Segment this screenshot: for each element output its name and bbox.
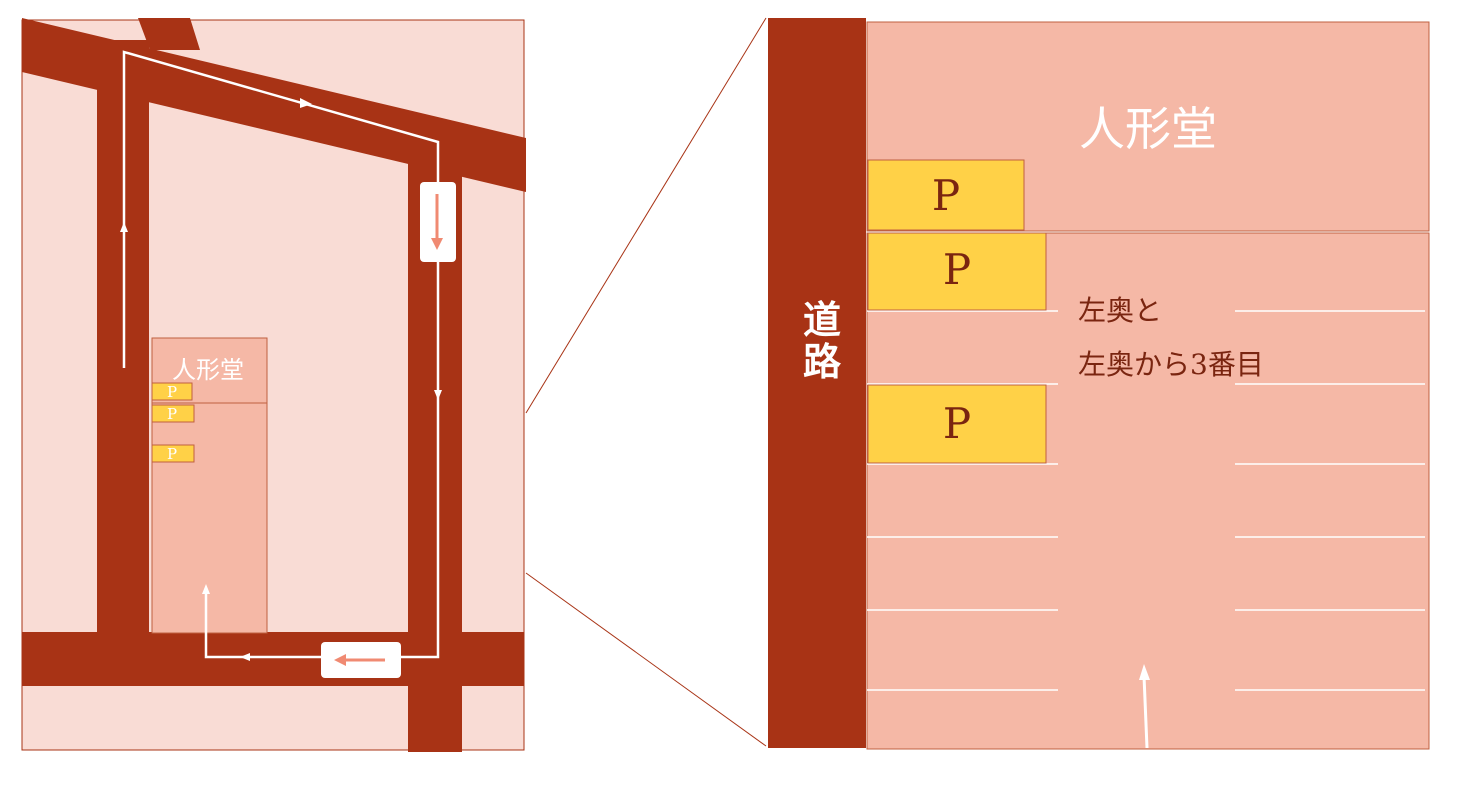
overview-parking-lot — [151, 402, 268, 634]
parking-stall-lines — [867, 310, 1425, 691]
detail-map: 道 路 人形堂 P P P 左奥と — [768, 18, 1430, 750]
detail-parking-spot-3 — [867, 384, 1047, 464]
route-arrowhead-up — [202, 584, 210, 594]
detail-parking-spot-1 — [867, 159, 1025, 231]
overview-parking-label-3: P — [167, 445, 177, 463]
detail-parking-label-3: P — [943, 399, 971, 448]
detail-note-line-2: 左奥から3番目 — [1078, 348, 1264, 381]
detail-parking-label-1: P — [932, 171, 960, 220]
zoom-connector-lines — [525, 17, 767, 747]
road-bottom-horizontal — [22, 632, 524, 686]
entrance-arrow-icon — [1139, 664, 1150, 749]
route-arrowhead-right — [300, 98, 312, 108]
arrow-down-icon — [420, 182, 456, 262]
detail-shop-label: 人形堂 — [1079, 102, 1217, 156]
detail-parking-label-2: P — [943, 245, 971, 294]
detail-road-label-2: 路 — [803, 339, 842, 384]
overview-parking-label-2: P — [167, 405, 177, 423]
overview-parking-spot-2 — [151, 404, 195, 423]
arrow-left-icon — [321, 642, 401, 678]
overview-parking-spot-3 — [151, 444, 195, 463]
road-top-stub — [138, 18, 200, 50]
overview-parking-spot-1 — [151, 382, 193, 401]
route-arrowhead-down — [434, 390, 442, 400]
detail-road — [768, 18, 866, 748]
detail-parking-lot — [866, 232, 1430, 750]
route-arrowhead-up-left — [120, 222, 128, 232]
route-arrowhead-left — [240, 653, 250, 661]
overview-map: 人形堂 P P P — [21, 18, 526, 752]
detail-parking-spot-2 — [867, 232, 1047, 311]
overview-parking-label-1: P — [167, 383, 177, 401]
detail-road-label-1: 道 — [803, 297, 841, 342]
overview-shop-label: 人形堂 — [172, 356, 244, 384]
detail-note-line-1: 左奥と — [1078, 294, 1162, 327]
overview-route-arrows — [120, 98, 442, 661]
